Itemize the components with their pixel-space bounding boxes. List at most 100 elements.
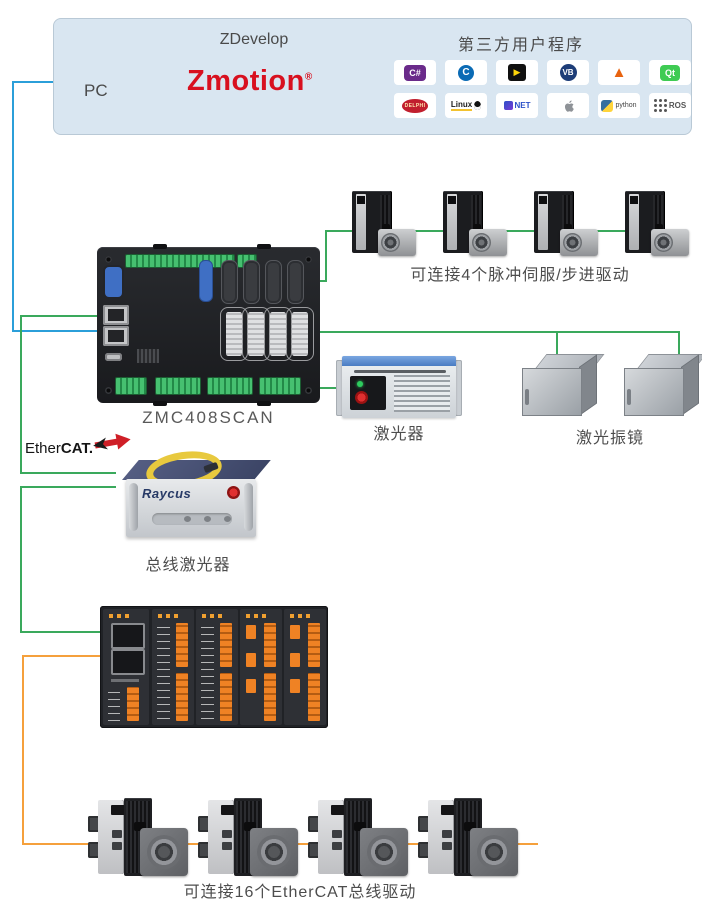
laser-to-io-cable-v <box>20 486 22 633</box>
ecat-drive-2 <box>198 798 298 880</box>
relay-block <box>290 679 300 693</box>
penguin-icon <box>474 101 482 110</box>
ecat-drive-4 <box>418 798 518 880</box>
ethercat-logo: EtherCAT. <box>25 433 135 466</box>
io-to-drives-cable-h1 <box>22 655 108 657</box>
galvo-scanner-1 <box>522 354 605 416</box>
pc-ethernet-cable-v <box>12 81 14 332</box>
ethercat-logo-prefix: Ether <box>25 440 61 457</box>
io-terminal-strip-top <box>125 254 235 268</box>
relay-block <box>290 653 300 667</box>
terminal-block <box>308 673 320 721</box>
galvo-aperture <box>639 377 669 407</box>
csharp-icon-glyph: C# <box>404 64 426 81</box>
coupler-terminal <box>127 687 139 721</box>
relay-block <box>246 625 256 639</box>
ecat-out-cable-h1 <box>20 315 106 317</box>
ethercat-port <box>103 326 129 346</box>
bus-laser-device: Raycus <box>112 446 271 546</box>
terminal-block <box>176 623 188 667</box>
pc-ethernet-cable-h1 <box>12 81 54 83</box>
pulse-drive-1 <box>352 191 422 257</box>
status-leds <box>109 614 129 618</box>
io-coupler <box>103 609 149 725</box>
bus-laser-front: Raycus <box>126 479 256 537</box>
dip-switch <box>137 349 159 363</box>
power-led <box>357 381 363 387</box>
power-terminal <box>115 377 147 395</box>
laser-top-cover <box>342 356 456 366</box>
screw-hole <box>305 387 312 394</box>
ecat-out-cable-v <box>20 315 22 473</box>
rack-ear <box>455 360 462 416</box>
screw-hole <box>305 256 312 263</box>
matlab-icon: ▲ <box>598 60 640 85</box>
estop-button <box>355 391 368 404</box>
ecat-drive-3 <box>308 798 408 880</box>
cpp-icon: C <box>445 60 487 85</box>
apple-icon-shape <box>564 99 574 112</box>
relay-block <box>246 679 256 693</box>
galvo-db-connector <box>264 307 292 361</box>
io-db-connector-2 <box>286 307 314 361</box>
io-terminal-bottom-1 <box>155 377 201 395</box>
ecat-drive-1 <box>88 798 188 880</box>
galvo-label: 激光振镜 <box>575 430 644 447</box>
io-module-3 <box>240 609 282 725</box>
estop-button <box>227 486 240 499</box>
pc-label: PC <box>84 81 108 100</box>
ethercat-io-bank <box>100 606 328 728</box>
qt-icon-glyph: Qt <box>660 64 680 81</box>
linux-icon: Linux <box>445 93 487 118</box>
pulse-drives-caption: 可连接4个脉冲伺服/步进驱动 <box>410 267 630 284</box>
status-leds <box>246 614 266 618</box>
zmc408scan-controller <box>97 244 320 406</box>
status-leds <box>202 614 222 618</box>
pulse-drive-4 <box>625 191 695 257</box>
bus-laser-label: 总线激光器 <box>145 557 231 574</box>
labview-icon-glyph: ▶ <box>507 64 527 81</box>
rack-ear <box>336 360 343 416</box>
io-terminal-bottom-2 <box>207 377 253 395</box>
relay-block <box>246 653 256 667</box>
rs232-port <box>103 265 124 299</box>
galvo-cable-drop1 <box>556 331 558 359</box>
terminal-block <box>264 673 276 721</box>
connector-dot <box>204 516 211 522</box>
channel-labels <box>201 625 214 719</box>
axis-db-connector-4 <box>287 260 304 304</box>
terminal-block <box>176 673 188 721</box>
ethernet-port <box>103 305 129 325</box>
laser-slot <box>354 370 446 373</box>
screw-hole <box>105 256 112 263</box>
status-leds <box>290 614 310 618</box>
pulse-axis-cable-v <box>325 230 327 282</box>
terminal-block <box>220 673 232 721</box>
handle <box>244 483 253 531</box>
delphi-icon-glyph: DELPHI <box>401 98 429 113</box>
vb-icon-glyph: VB <box>559 64 577 81</box>
python-icon: python <box>598 93 640 118</box>
dotnet-icon-glyph: NET <box>514 101 531 110</box>
cpp-icon-glyph: C <box>458 64 474 81</box>
ecat-drives-caption: 可连接16个EtherCAT总线驱动 <box>183 884 417 901</box>
labview-icon: ▶ <box>496 60 538 85</box>
python-icon-glyph: python <box>615 102 637 109</box>
coupler-led-labels <box>108 689 120 721</box>
ecat-in-port <box>111 623 145 649</box>
qt-icon: Qt <box>649 60 691 85</box>
terminal-block <box>220 623 232 667</box>
status-leds <box>158 614 178 618</box>
terminal-block <box>264 623 276 667</box>
axis-db-connector-1 <box>221 260 238 304</box>
mount-tab <box>257 401 271 406</box>
raycus-brand: Raycus <box>142 486 192 501</box>
laser-to-io-cable-h1 <box>20 486 116 488</box>
laser-to-io-cable-h2 <box>20 631 108 633</box>
laser-db-connector <box>242 307 270 361</box>
ethercat-logo-bold: CAT <box>60 440 89 457</box>
ros-icon-glyph: ROS <box>668 101 687 110</box>
io-module-1 <box>152 609 194 725</box>
io-to-drives-cable-v <box>22 655 24 845</box>
